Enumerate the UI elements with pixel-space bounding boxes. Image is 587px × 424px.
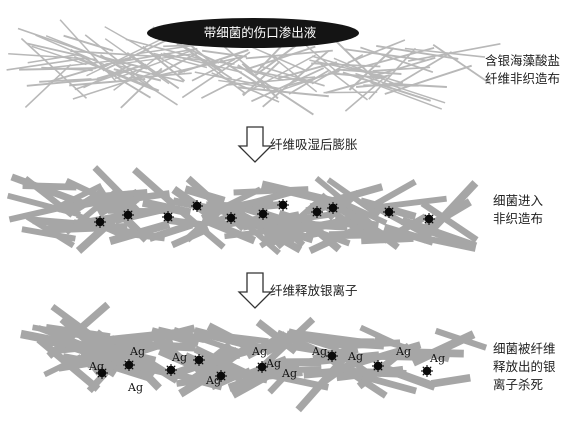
fiber-strand: [431, 378, 470, 384]
silver-ion-label: Ag: [127, 381, 143, 394]
exudate-label: 带细菌的伤口渗出液: [155, 24, 365, 42]
silver-ion-label: Ag: [311, 345, 327, 358]
bacterium-icon: [383, 206, 395, 218]
bacterium-icon: [122, 209, 134, 221]
silver-ion-label: Ag: [171, 351, 187, 364]
silver-ion-label: Ag: [129, 345, 145, 358]
fiber-strand: [71, 50, 151, 98]
fiber-strand: [345, 372, 407, 374]
silver-ion-label: Ag: [205, 374, 221, 387]
bacterium-icon: [423, 213, 435, 225]
bacterium-icon: [225, 212, 237, 224]
silver-ion-label: Ag: [88, 360, 104, 373]
silver-ion-label: Ag: [395, 345, 411, 358]
stage2-label-line: 非织造布: [493, 210, 543, 228]
arrow-down-icon: [239, 127, 271, 162]
stage2-label-line: 细菌进入: [493, 192, 543, 210]
fiber-strand: [341, 343, 384, 346]
fiber-strand: [53, 227, 128, 230]
bacterium-icon: [94, 216, 106, 228]
stage1-label-line: 纤维非织造布: [485, 70, 560, 88]
bacterium-icon: [326, 350, 338, 362]
fiber-strand: [23, 186, 77, 188]
arrow-down-icon: [239, 273, 271, 308]
bacterium-icon: [372, 360, 384, 372]
arrow2-label: 纤维释放银离子: [270, 282, 358, 300]
silver-ion-label: Ag: [347, 350, 363, 363]
fiber-strand: [324, 92, 378, 93]
bacterium-icon: [191, 200, 203, 212]
stage1-label: 含银海藻酸盐 纤维非织造布: [485, 52, 560, 88]
bacterium-icon: [162, 211, 174, 223]
swollen-fiber-layer: [8, 168, 477, 254]
bacterium-icon: [193, 354, 205, 366]
bacterium-icon: [311, 206, 323, 218]
stage2-label: 细菌进入 非织造布: [493, 192, 543, 228]
fiber-strand: [89, 340, 134, 341]
stage3-label-line: 释放出的银: [493, 358, 556, 376]
arrow1-label: 纤维吸湿后膨胀: [270, 136, 358, 154]
silver-ion-label: Ag: [265, 357, 281, 370]
stage3-label-line: 离子杀死: [493, 376, 556, 394]
bacterium-icon: [327, 202, 339, 214]
silver-ion-label: Ag: [281, 367, 297, 380]
bacterium-icon: [421, 365, 433, 377]
silver-ion-label: Ag: [251, 345, 267, 358]
bacterium-icon: [123, 359, 135, 371]
bacterium-icon: [165, 364, 177, 376]
silver-ion-label: Ag: [429, 352, 445, 365]
bacterium-icon: [257, 208, 269, 220]
stage3-label: 细菌被纤维 释放出的银 离子杀死: [493, 340, 556, 394]
bacterium-icon: [277, 199, 289, 211]
stage1-label-line: 含银海藻酸盐: [485, 52, 560, 70]
stage3-label-line: 细菌被纤维: [493, 340, 556, 358]
